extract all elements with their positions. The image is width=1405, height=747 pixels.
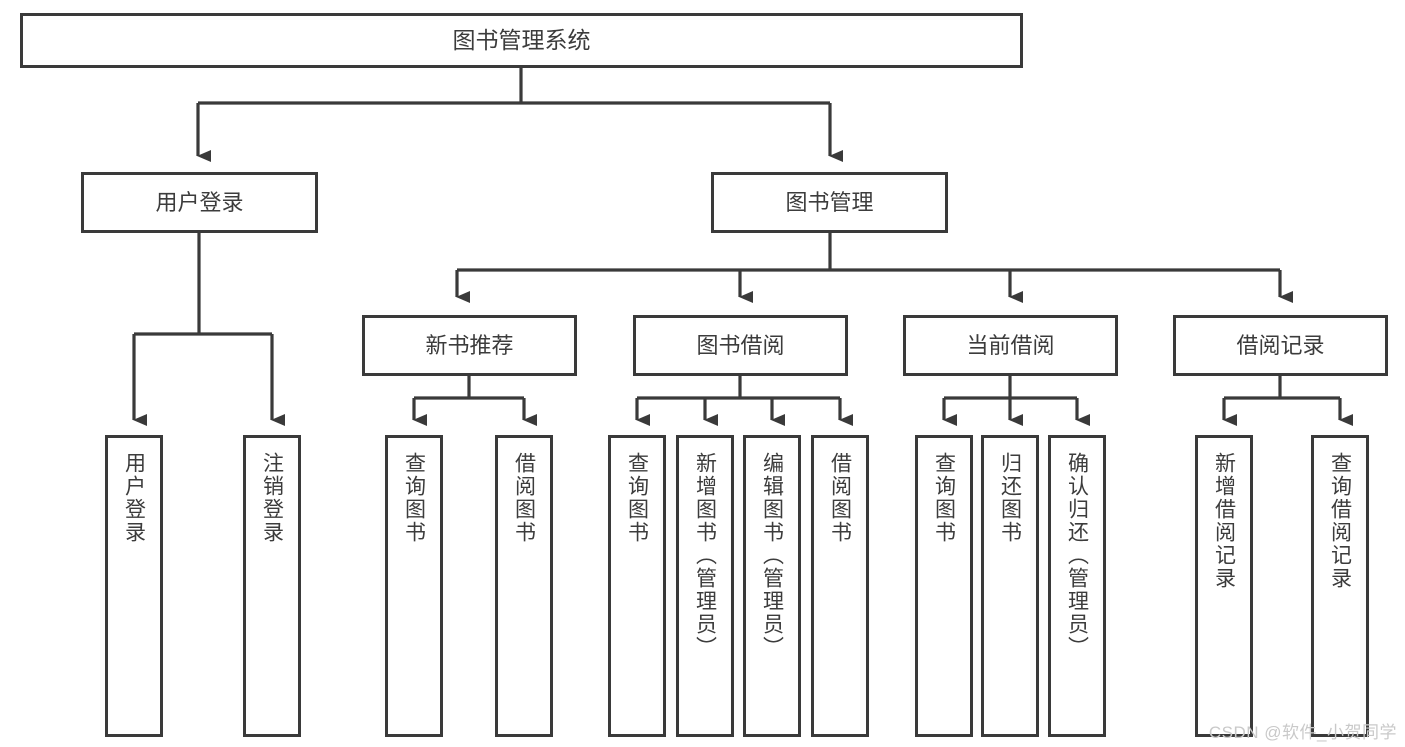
node-book-management[interactable]: 图书管理 bbox=[711, 172, 948, 233]
node-label: 编辑图书（管理员） bbox=[760, 452, 784, 659]
node-label: 注销登录 bbox=[260, 452, 284, 544]
node-label: 确认归还（管理员） bbox=[1065, 452, 1089, 659]
node-root-system[interactable]: 图书管理系统 bbox=[20, 13, 1023, 68]
node-label: 用户登录 bbox=[155, 189, 244, 215]
node-book-borrow[interactable]: 图书借阅 bbox=[633, 315, 848, 376]
leaf-book-borrow-edit[interactable]: 编辑图书（管理员） bbox=[743, 435, 801, 737]
leaf-current-borrow-return[interactable]: 归还图书 bbox=[981, 435, 1039, 737]
leaf-borrow-record-query[interactable]: 查询借阅记录 bbox=[1311, 435, 1369, 737]
node-label: 图书借阅 bbox=[696, 332, 785, 358]
leaf-book-borrow-query[interactable]: 查询图书 bbox=[608, 435, 666, 737]
leaf-book-borrow-add[interactable]: 新增图书（管理员） bbox=[676, 435, 734, 737]
leaf-current-borrow-query[interactable]: 查询图书 bbox=[915, 435, 973, 737]
node-label: 新增图书（管理员） bbox=[693, 452, 717, 659]
node-label: 查询图书 bbox=[402, 452, 426, 544]
leaf-new-book-borrow[interactable]: 借阅图书 bbox=[495, 435, 553, 737]
leaf-book-borrow-borrow[interactable]: 借阅图书 bbox=[811, 435, 869, 737]
node-label: 借阅记录 bbox=[1236, 332, 1325, 358]
node-new-book-recommend[interactable]: 新书推荐 bbox=[362, 315, 577, 376]
leaf-user-login-login[interactable]: 用户登录 bbox=[105, 435, 163, 737]
leaf-borrow-record-add[interactable]: 新增借阅记录 bbox=[1195, 435, 1253, 737]
leaf-current-borrow-confirm-return[interactable]: 确认归还（管理员） bbox=[1048, 435, 1106, 737]
node-borrow-record[interactable]: 借阅记录 bbox=[1173, 315, 1388, 376]
leaf-user-login-logout[interactable]: 注销登录 bbox=[243, 435, 301, 737]
node-label: 图书管理系统 bbox=[452, 26, 591, 53]
node-current-borrow[interactable]: 当前借阅 bbox=[903, 315, 1118, 376]
node-label: 新增借阅记录 bbox=[1212, 452, 1236, 590]
node-label: 归还图书 bbox=[998, 452, 1022, 544]
node-label: 查询图书 bbox=[932, 452, 956, 544]
node-label: 图书管理 bbox=[785, 189, 874, 215]
leaf-new-book-query[interactable]: 查询图书 bbox=[385, 435, 443, 737]
node-label: 查询借阅记录 bbox=[1328, 452, 1352, 590]
node-label: 当前借阅 bbox=[966, 332, 1055, 358]
node-label: 新书推荐 bbox=[425, 332, 514, 358]
node-label: 查询图书 bbox=[625, 452, 649, 544]
node-label: 用户登录 bbox=[122, 452, 146, 544]
watermark-text: CSDN @软件_小贺同学 bbox=[1208, 723, 1397, 742]
node-label: 借阅图书 bbox=[828, 452, 852, 544]
node-label: 借阅图书 bbox=[512, 452, 536, 544]
node-user-login[interactable]: 用户登录 bbox=[81, 172, 318, 233]
